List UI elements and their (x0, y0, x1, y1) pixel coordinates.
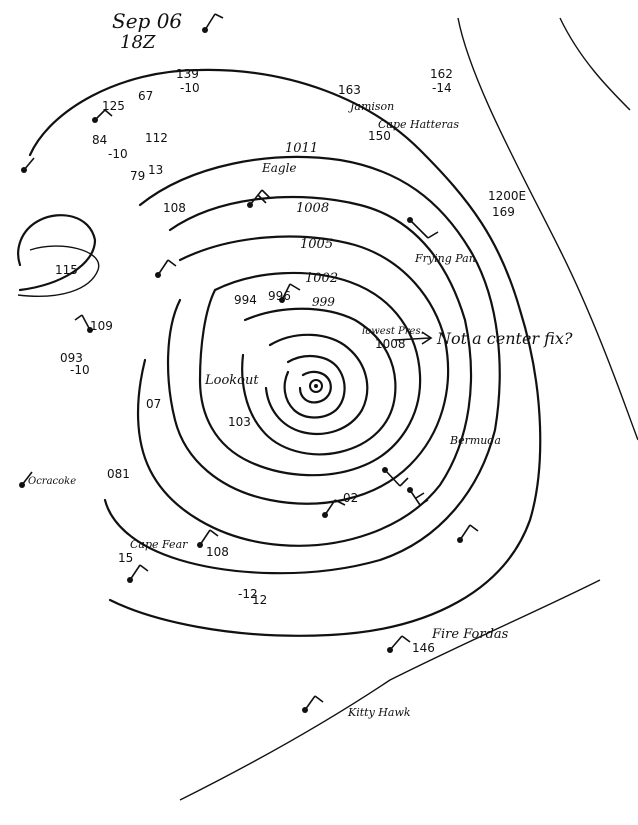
station-name: Fire Fordas (431, 627, 509, 642)
obs-value: 163 (338, 83, 361, 97)
isobar-1008 (136, 195, 473, 547)
front-line-east (457, 17, 638, 441)
isobar-1002 (198, 271, 422, 477)
station-name: Eagle (261, 161, 297, 175)
isobar-outer-0 (17, 214, 97, 292)
obs-value: 1200E (488, 189, 526, 203)
station-name: Jamison (348, 100, 394, 113)
obs-value: 1008 (375, 337, 406, 351)
obs-value: 139 (176, 67, 199, 81)
map-time: 18Z (120, 32, 156, 53)
obs-value: 115 (55, 263, 78, 277)
obs-value: 081 (107, 467, 130, 481)
map-date: Sep 06 (112, 9, 182, 33)
front-line-west (17, 245, 100, 297)
station-name: Cape Hatteras (378, 118, 459, 131)
obs-value: 108 (163, 201, 186, 215)
obs-value: -10 (70, 363, 90, 377)
isobar-label-1011: 1011 (285, 141, 318, 156)
isobar-label-1005: 1005 (300, 237, 333, 252)
center-fix-arrow (394, 331, 433, 345)
obs-value: 093 (60, 351, 83, 365)
obs-value: -12 (238, 587, 258, 601)
station-observations: 139 -10 125 67 112 84 -10 79 163 150 162… (55, 67, 526, 655)
obs-value: 67 (138, 89, 153, 103)
center-fix-note: Not a center fix? (436, 329, 573, 348)
station-name: Frying Pan (414, 252, 476, 265)
station-name: Lookout (204, 373, 259, 388)
isobar-label-1002: 1002 (305, 271, 338, 286)
station-name: Ocracoke (28, 476, 76, 487)
obs-value: 13 (148, 163, 163, 177)
front-line-southwest (179, 579, 601, 801)
obs-value: 103 (228, 415, 251, 429)
obs-value: 15 (118, 551, 133, 565)
obs-value: 994 (234, 293, 257, 307)
obs-value: 109 (90, 319, 113, 333)
isobar-outer-1 (28, 68, 542, 637)
station-name: Kitty Hawk (347, 706, 411, 719)
obs-value: 125 (102, 99, 125, 113)
obs-value: 112 (145, 131, 168, 145)
obs-value: 07 (146, 397, 161, 411)
lowest-pressure-note: lowest Pres. (362, 326, 424, 337)
isobar-label-1008: 1008 (296, 201, 329, 216)
obs-value: 79 (130, 169, 145, 183)
isobar-1005 (166, 235, 450, 505)
isobar-inner-3 (298, 370, 332, 404)
obs-value: 150 (368, 129, 391, 143)
obs-value: -14 (432, 81, 452, 95)
obs-value: 02 (343, 491, 358, 505)
obs-value: 162 (430, 67, 453, 81)
obs-value: -10 (180, 81, 200, 95)
obs-value: 84 (92, 133, 107, 147)
obs-value: 146 (412, 641, 435, 655)
station-name: Bermuda (449, 434, 501, 447)
isobar-inner-1 (264, 333, 369, 436)
storm-center-icon (309, 379, 323, 393)
isobar-999 (241, 307, 397, 456)
isobar-1011 (103, 155, 501, 575)
obs-value: 12 (252, 593, 267, 607)
isobar-inner-2 (283, 354, 346, 419)
station-name: Cape Fear (130, 538, 188, 551)
isobar-label-999: 999 (312, 295, 335, 309)
wind-barb-icon (19, 13, 479, 713)
obs-value: 169 (492, 205, 515, 219)
front-line-far-east (559, 17, 631, 111)
obs-value: 108 (206, 545, 229, 559)
obs-value: -10 (108, 147, 128, 161)
